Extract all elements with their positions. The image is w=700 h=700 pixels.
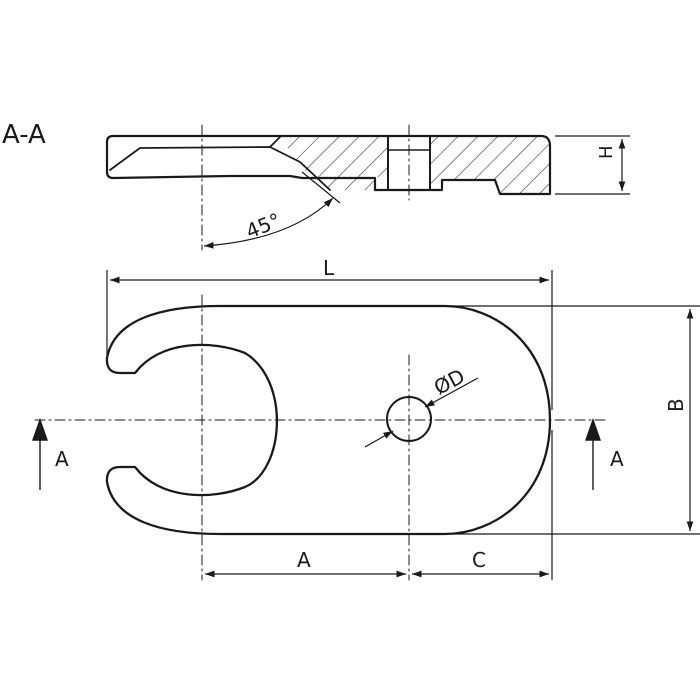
angle-label: 45° xyxy=(242,208,284,244)
angle-dimension xyxy=(203,171,341,249)
section-hatch-right xyxy=(430,137,550,194)
dim-c-label: C xyxy=(472,548,486,572)
width-label: B xyxy=(664,398,688,412)
height-label: H xyxy=(596,145,617,159)
plate-outline xyxy=(105,304,552,536)
height-dimension xyxy=(555,135,630,195)
section-hatch-left xyxy=(280,137,388,190)
diameter-dimension xyxy=(364,377,479,448)
section-view xyxy=(105,124,552,251)
plan-view xyxy=(34,294,606,581)
section-title: A-A xyxy=(2,120,46,150)
dim-a-label: A xyxy=(297,548,311,572)
diameter-label: ØD xyxy=(430,364,469,400)
chamfer-top xyxy=(269,136,281,148)
cut-marker-left-label: A xyxy=(55,447,69,471)
cut-marker-right-label: A xyxy=(610,447,624,471)
length-label: L xyxy=(323,256,335,280)
cut-arrow-right xyxy=(585,417,601,490)
width-dimension xyxy=(450,305,700,535)
section-outline xyxy=(105,134,552,196)
cut-arrow-left xyxy=(32,417,48,490)
bottom-dimensions xyxy=(205,430,553,580)
length-dimension xyxy=(106,270,553,410)
